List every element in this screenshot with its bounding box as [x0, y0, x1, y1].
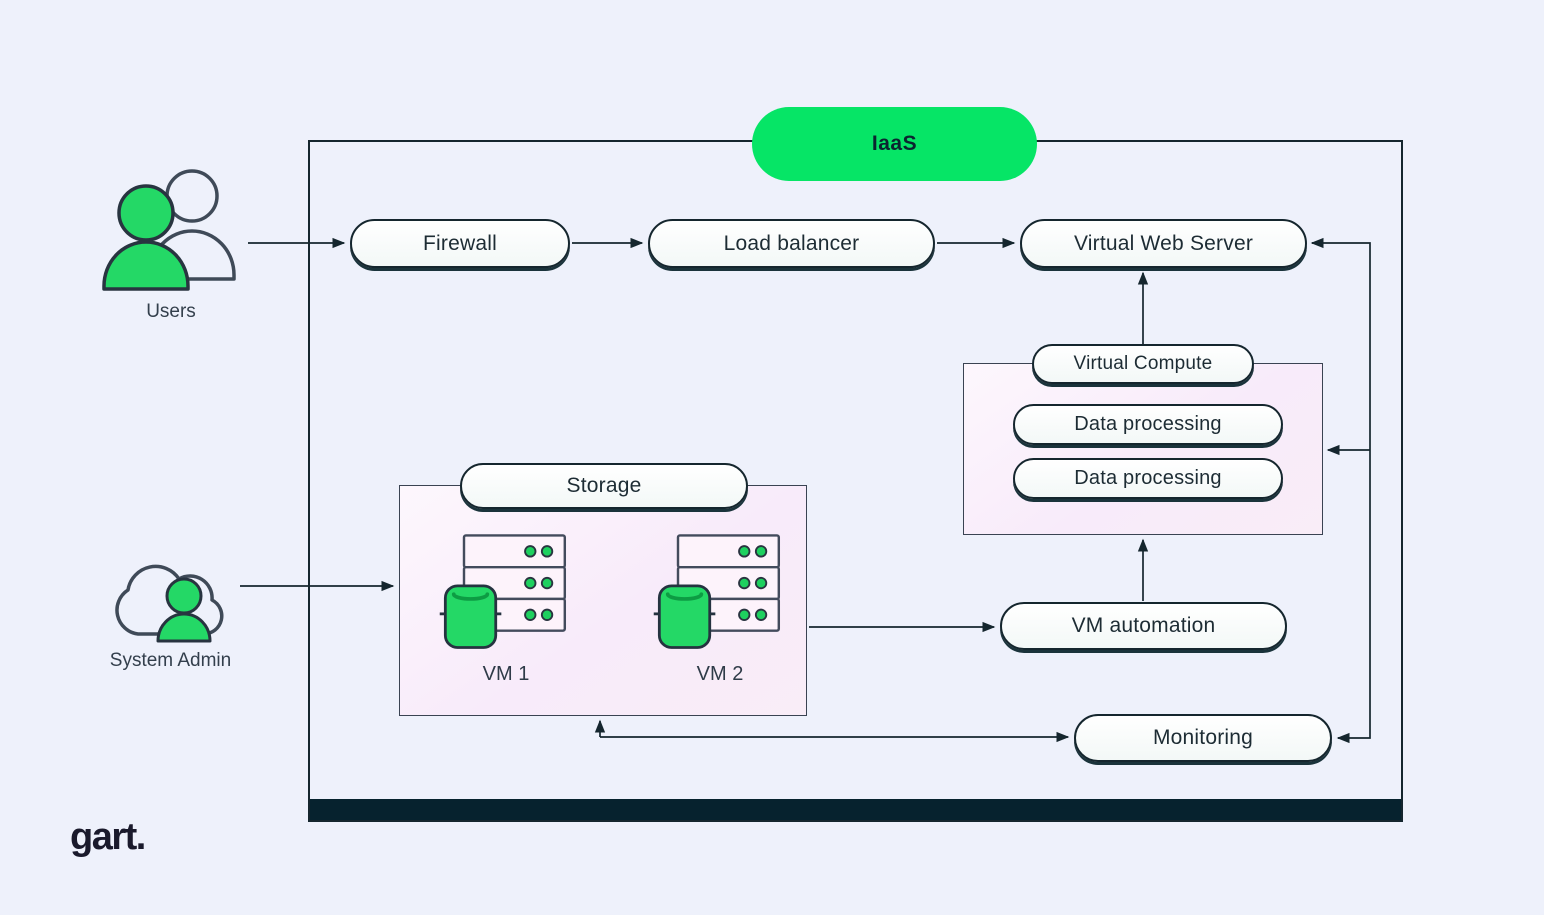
- vm-server-icon: [439, 534, 567, 649]
- users-label: Users: [146, 301, 196, 322]
- data-processing-1-node: Data processing: [1013, 404, 1283, 445]
- vm-automation-label: VM automation: [1071, 614, 1216, 637]
- vm-pod-icon: [439, 584, 502, 649]
- users-icon: [102, 169, 236, 291]
- system-admin-label: System Admin: [109, 650, 232, 671]
- iaas-title-pill: IaaS: [752, 107, 1037, 181]
- virtual-compute-node: Virtual Compute: [1032, 344, 1254, 384]
- admin-person-icon: [156, 577, 211, 643]
- load-balancer-node: Load balancer: [648, 219, 935, 268]
- firewall-label: Firewall: [423, 231, 497, 255]
- monitoring-node: Monitoring: [1074, 714, 1332, 762]
- data-processing-2-node: Data processing: [1013, 458, 1283, 499]
- storage-label: Storage: [566, 474, 642, 497]
- system-admin-actor: System Admin: [88, 538, 253, 672]
- firewall-node: Firewall: [350, 219, 570, 268]
- virtual-compute-label: Virtual Compute: [1073, 353, 1213, 374]
- vm-pod-icon: [653, 584, 716, 649]
- monitoring-label: Monitoring: [1152, 726, 1254, 749]
- vm2-label: VM 2: [696, 663, 744, 685]
- admin-cloud-icon: [114, 564, 223, 643]
- load-balancer-label: Load balancer: [723, 231, 860, 255]
- vm2-group: VM 2: [650, 528, 790, 686]
- iaas-title-label: IaaS: [871, 132, 918, 155]
- gart-logo: gart.: [70, 816, 146, 858]
- virtual-web-server-node: Virtual Web Server: [1020, 219, 1307, 268]
- frame-base-bar: [310, 799, 1401, 820]
- users-actor: Users: [96, 163, 246, 323]
- vm-server-icon: [653, 534, 781, 649]
- vm-automation-node: VM automation: [1000, 602, 1287, 650]
- data-processing-1-label: Data processing: [1074, 413, 1222, 435]
- virtual-web-server-label: Virtual Web Server: [1073, 231, 1254, 255]
- vm1-label: VM 1: [482, 663, 530, 685]
- vm1-group: VM 1: [436, 528, 576, 686]
- storage-node: Storage: [460, 463, 748, 509]
- data-processing-2-label: Data processing: [1074, 467, 1222, 489]
- virtual-compute-panel: [963, 363, 1323, 535]
